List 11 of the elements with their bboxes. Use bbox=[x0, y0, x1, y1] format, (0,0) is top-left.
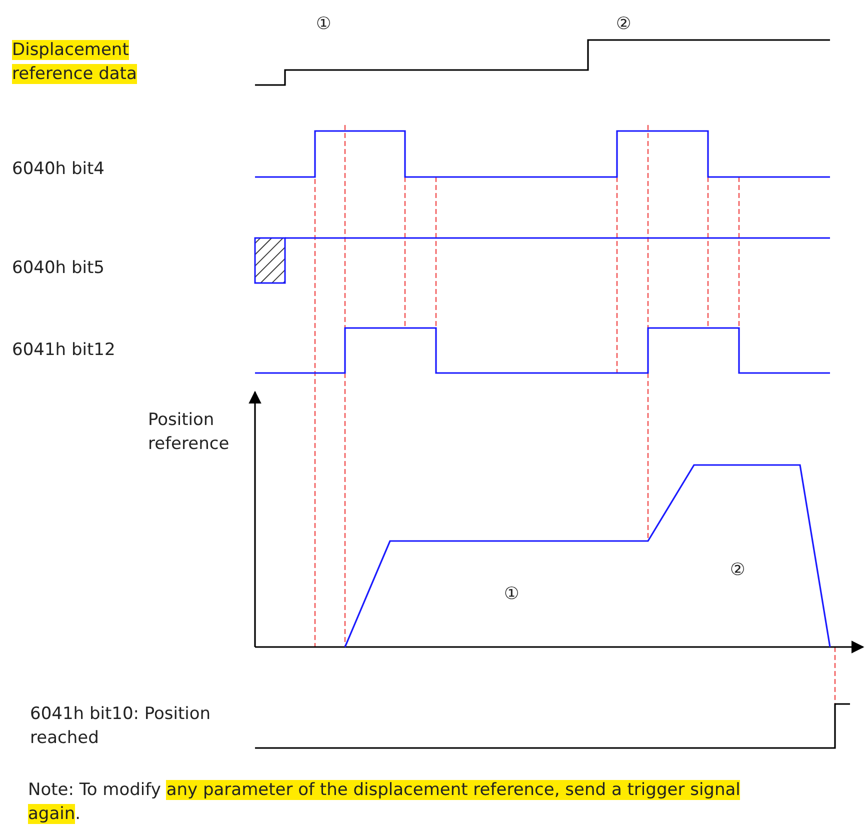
note-text: Note: To modify any parameter of the displacement reference, send a trigger signal again. bbox=[28, 779, 742, 826]
signal-label: Displacement reference data bbox=[12, 39, 138, 86]
signal-label: 6040h bit4 bbox=[12, 158, 106, 181]
phase-number: ① bbox=[504, 583, 520, 606]
signal-label: 6041h bit10: Position reached bbox=[30, 703, 212, 750]
axis-label: Position reference bbox=[148, 409, 230, 456]
phase-number: ② bbox=[730, 559, 746, 582]
signal-label: 6040h bit5 bbox=[12, 257, 106, 280]
phase-number: ① bbox=[316, 13, 332, 36]
signal-label: 6041h bit12 bbox=[12, 339, 116, 362]
phase-number: ② bbox=[616, 13, 632, 36]
